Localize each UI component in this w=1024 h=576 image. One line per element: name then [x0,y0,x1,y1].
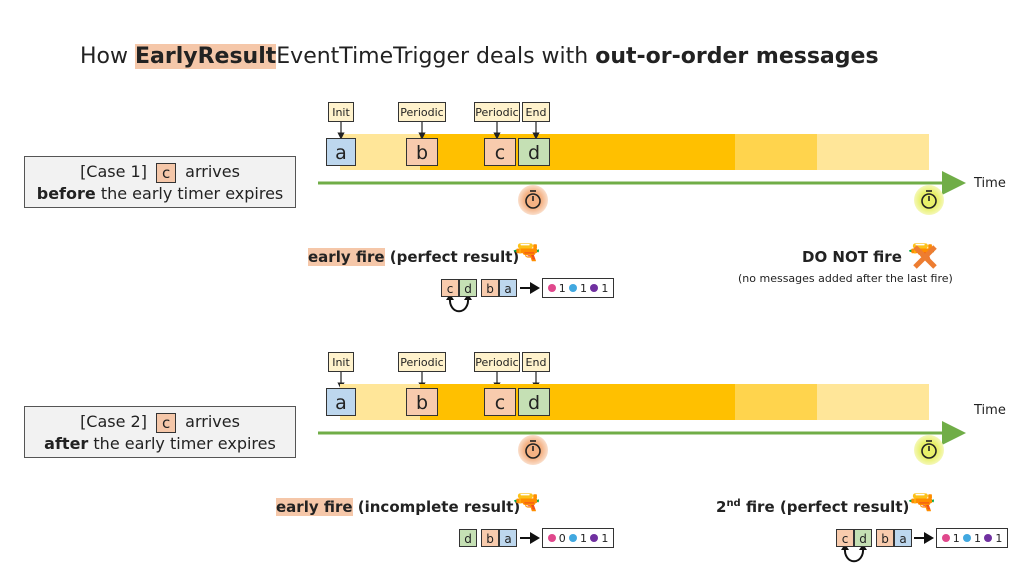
case1-tag-end: End [522,102,550,122]
case2-msg-d: d [518,388,550,416]
case2-seq-a: a [499,529,517,547]
case2-band-light-2 [817,384,929,420]
case1-msg-b: b [406,138,438,166]
case1-tag-init: Init [328,102,354,122]
case2-left-caption: early fire (incomplete result) [276,498,521,516]
case2-seq-b: b [481,529,499,547]
fire-gun-icon: 🔫 [908,490,936,515]
case1-msg-d: d [518,138,550,166]
end-timer-icon [914,185,944,215]
case2-right-seq-d: d [854,529,872,547]
case1-box: [Case 1] c arrives before the early time… [24,156,296,208]
case1-right-note: (no messages added after the last fire) [738,272,953,285]
time-axis-label: Time [974,403,1006,418]
end-timer-icon [914,435,944,465]
case2-right-seq-b: b [876,529,894,547]
fire-gun-icon: 🔫 [513,240,541,265]
title-highlight: EarlyResult [135,44,277,69]
case2-tag-init: Init [328,352,354,372]
case1-seq-c: c [441,279,459,297]
page-title: How EarlyResultEventTimeTrigger deals wi… [80,44,879,69]
case1-seq-b: b [481,279,499,297]
case2-left-result: 0 1 1 [542,528,614,548]
case1-left-result: 1 1 1 [542,278,614,298]
case2-tag-periodic-2: Periodic [474,352,520,372]
early-timer-icon [518,435,548,465]
case2-msg-c: c [484,388,516,416]
case2-right-seq-c: c [836,529,854,547]
case1-band-light-2 [817,134,929,170]
case2-right-result: 1 1 1 [936,528,1008,548]
case1-msg-a: a [326,138,356,166]
case2-right-seq-a: a [894,529,912,547]
case1-left-caption: early fire (perfect result) [308,248,520,266]
case1-tag-periodic-2: Periodic [474,102,520,122]
case2-seq-d: d [459,529,477,547]
case1-tag-periodic-1: Periodic [398,102,446,122]
case2-band-mid [735,384,817,420]
case1-msg-c: c [484,138,516,166]
case2-msg-b: b [406,388,438,416]
case2-msg-a: a [326,388,356,416]
case1-seq-a: a [499,279,517,297]
cross-icon [913,245,937,269]
time-axis-label: Time [974,176,1006,191]
case1-right-caption: DO NOT fire [802,248,902,266]
early-timer-icon [518,185,548,215]
case1-seq-d: d [459,279,477,297]
case2-box: [Case 2] c arrives after the early timer… [24,406,296,458]
case2-tag-periodic-1: Periodic [398,352,446,372]
case1-band-mid [735,134,817,170]
case2-right-caption: 2nd fire (perfect result) [716,498,910,516]
case2-tag-end: End [522,352,550,372]
fire-gun-icon: 🔫 [513,490,541,515]
